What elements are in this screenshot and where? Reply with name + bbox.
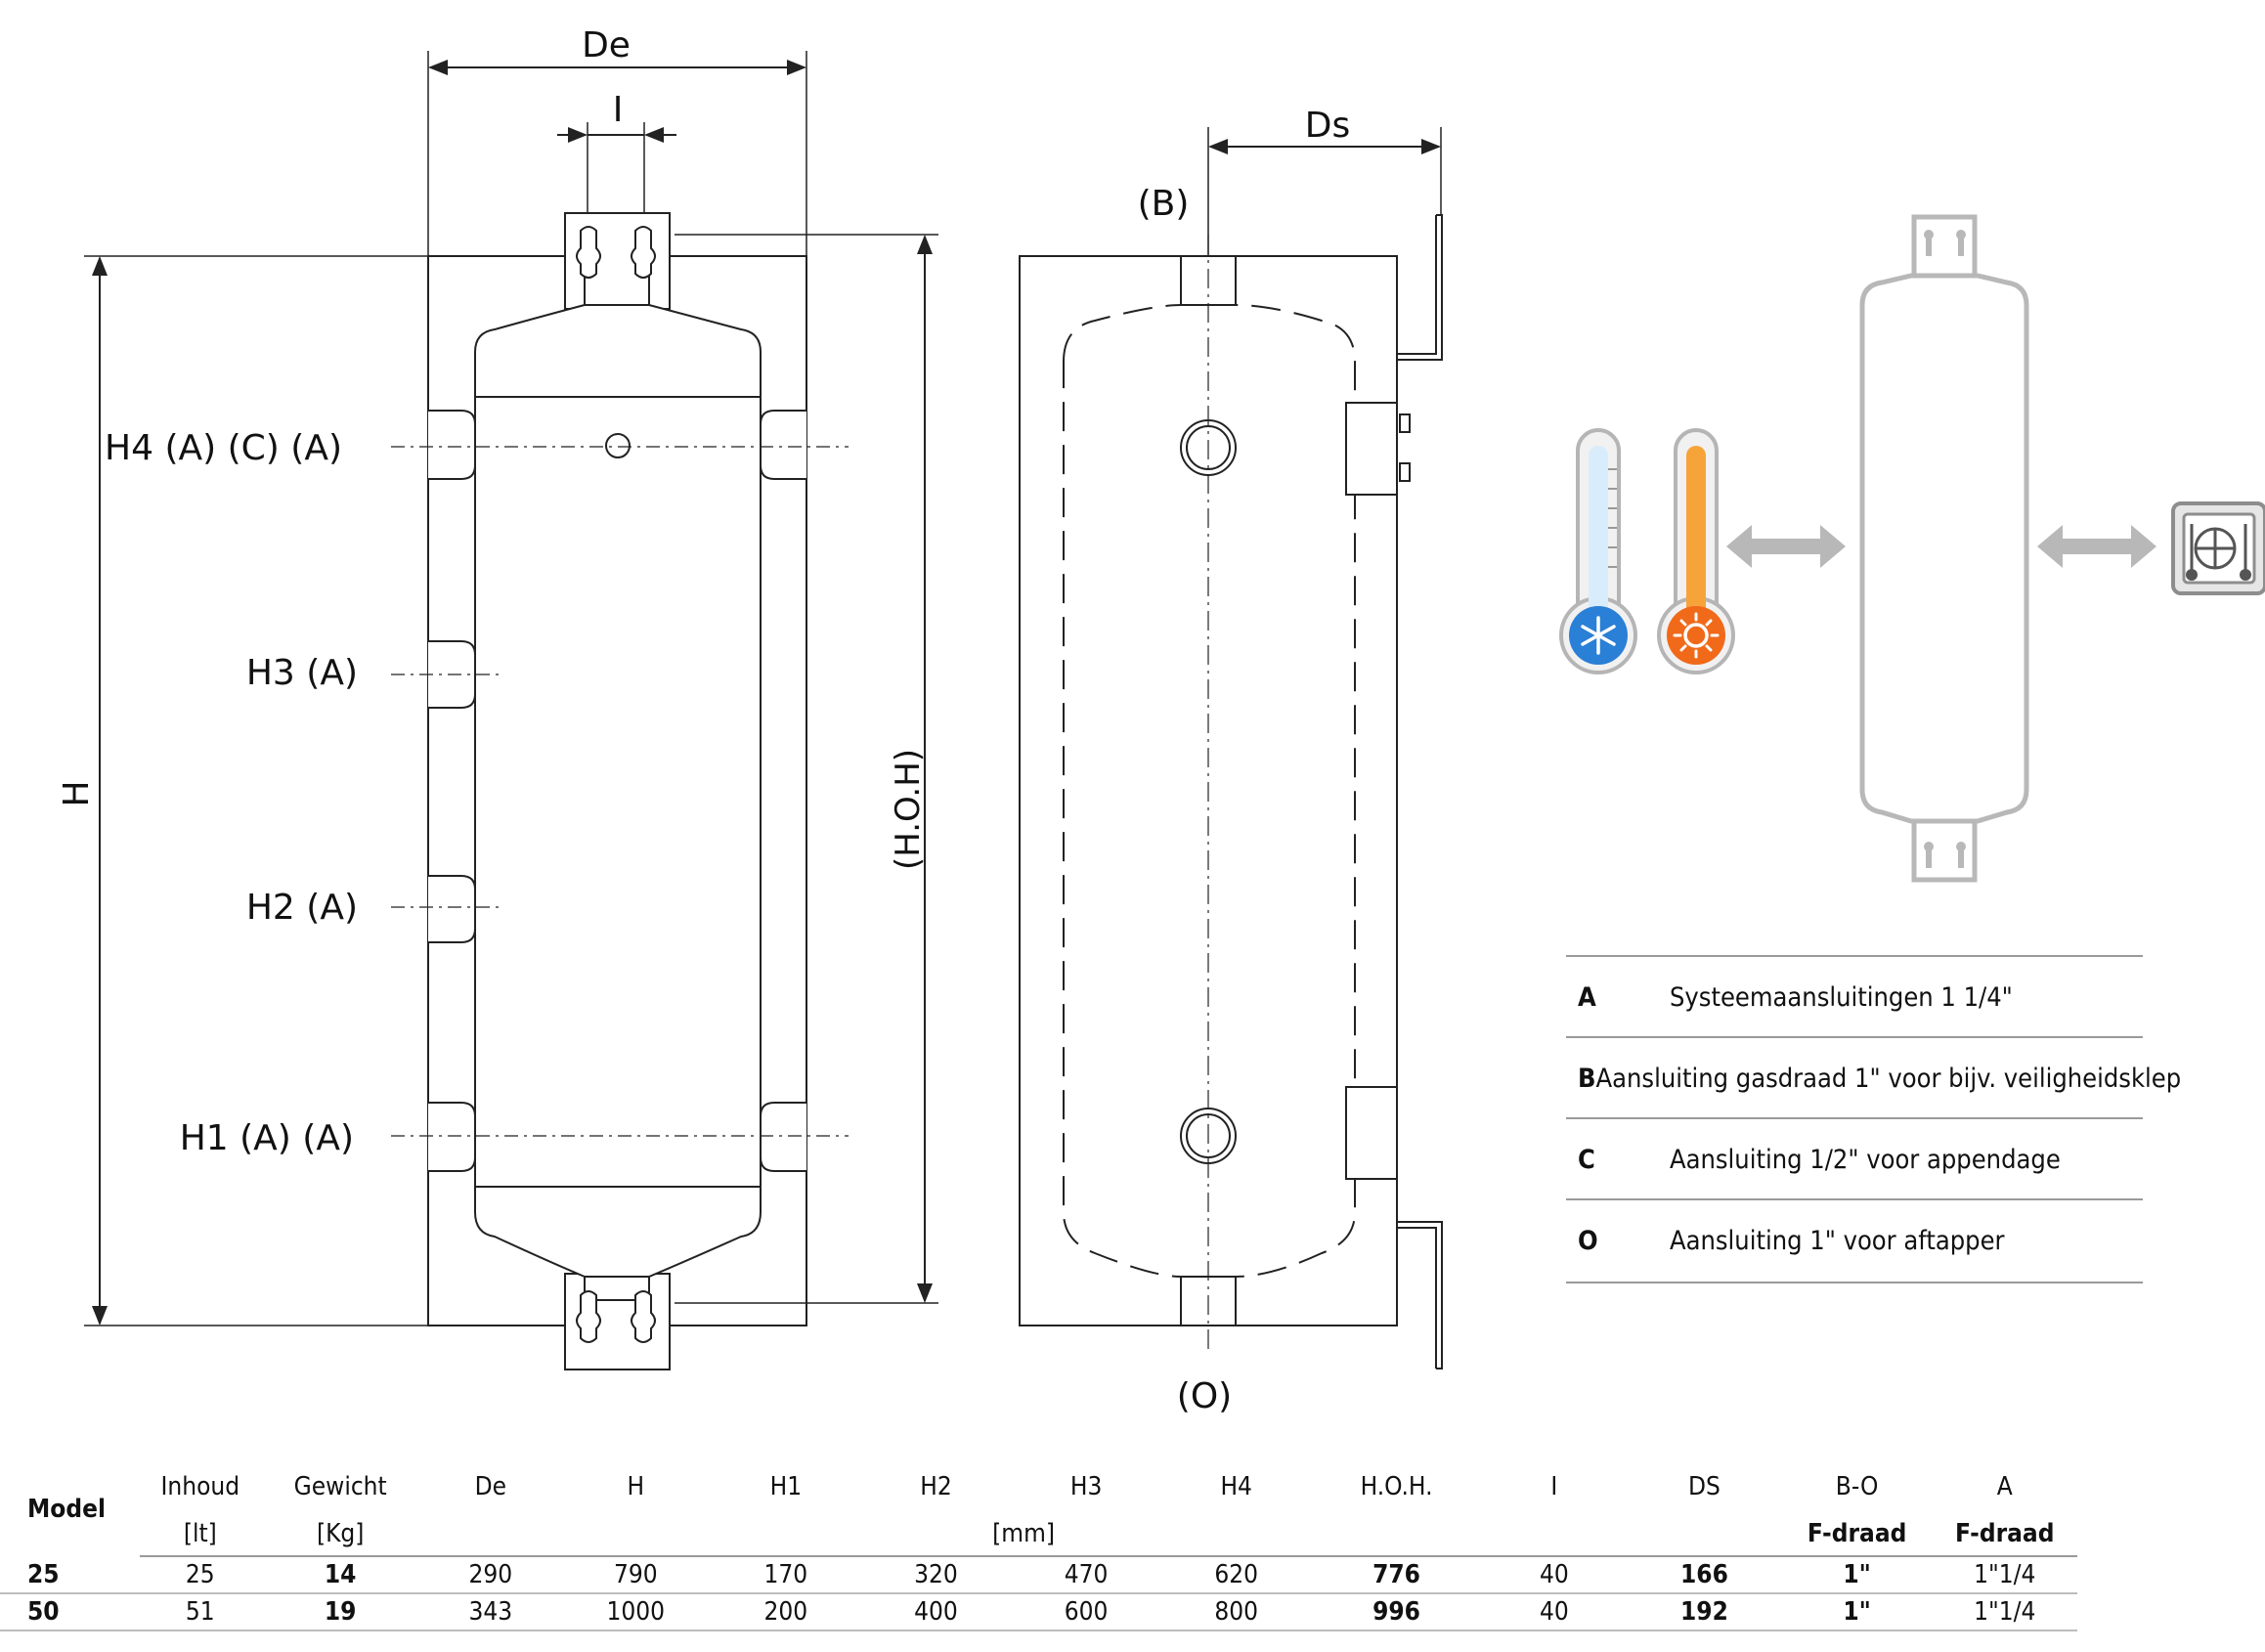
dim-h-label: H — [57, 780, 97, 806]
cell-model: 25 — [0, 1556, 141, 1594]
legend-text: Systeemaansluitingen 1 1/4" — [1670, 982, 2013, 1013]
table-unit-row: [lt] [Kg] [mm] F-draad F-draad — [0, 1512, 2077, 1557]
dim-i-label: I — [613, 90, 624, 130]
connection-o-label: (O) — [1177, 1376, 1232, 1416]
cell-ds: 166 — [1627, 1556, 1782, 1594]
header-gewicht: Gewicht — [293, 1472, 387, 1501]
header-h2: H2 — [920, 1472, 952, 1501]
header-h3: H3 — [1069, 1472, 1103, 1501]
unit-a: F-draad — [1932, 1512, 2077, 1557]
legend-key: C — [1578, 1145, 1595, 1175]
header-h1: H1 — [769, 1472, 803, 1501]
connection-h3-label: H3 (A) — [246, 653, 358, 693]
cell-de: 343 — [420, 1593, 561, 1631]
cell-a: 1"1/4 — [1932, 1556, 2077, 1594]
cell-inhoud: 51 — [140, 1593, 261, 1631]
legend-row-a: A Systeemaansluitingen 1 1/4" — [1566, 955, 2143, 1038]
dim-ds-label: Ds — [1305, 106, 1350, 146]
cell-h4: 800 — [1160, 1593, 1312, 1631]
cell-i: 40 — [1481, 1556, 1628, 1594]
header-model: Model — [27, 1494, 106, 1524]
connection-h1-label: H1 (A) (A) — [180, 1118, 354, 1158]
cell-h: 790 — [560, 1556, 712, 1594]
bidirectional-arrow-icon — [1726, 525, 1846, 568]
table-header-row: Model Inhoud Gewicht De H H1 H2 H3 H4 H.… — [0, 1461, 2077, 1524]
header-bo: B-O — [1835, 1472, 1879, 1501]
cell-hoh: 776 — [1311, 1556, 1482, 1594]
cell-gewicht: 14 — [260, 1556, 421, 1594]
cell-h3: 600 — [1011, 1593, 1161, 1631]
cell-inhoud: 25 — [140, 1556, 261, 1594]
header-hoh: H.O.H. — [1360, 1472, 1433, 1501]
dim-de-label: De — [582, 25, 631, 65]
connection-b-label: (B) — [1138, 184, 1190, 224]
cell-a: 1"1/4 — [1932, 1593, 2077, 1631]
table-row: 25 25 14 290 790 170 320 470 620 776 40 … — [0, 1556, 2077, 1594]
cell-h1: 200 — [711, 1593, 861, 1631]
cell-bo: 1" — [1781, 1556, 1933, 1594]
cell-h2: 400 — [860, 1593, 1012, 1631]
legend-key: A — [1578, 982, 1596, 1013]
cell-ds: 192 — [1627, 1593, 1782, 1631]
legend-row-c: C Aansluiting 1/2" voor appendage — [1566, 1117, 2143, 1200]
cell-gewicht: 19 — [260, 1593, 421, 1631]
header-h4: H4 — [1220, 1472, 1252, 1501]
legend-text: Aansluiting 1/2" voor appendage — [1670, 1145, 2061, 1175]
table-row: 50 51 19 343 1000 200 400 600 800 996 40… — [0, 1593, 2077, 1631]
cell-de: 290 — [420, 1556, 561, 1594]
cell-model: 50 — [0, 1593, 141, 1631]
header-inhoud: Inhoud — [160, 1472, 240, 1501]
header-a: A — [1996, 1472, 2013, 1501]
header-h: H — [627, 1472, 645, 1501]
spec-table: Model Inhoud Gewicht De H H1 H2 H3 H4 H.… — [0, 1461, 2077, 1631]
side-view — [1019, 127, 1443, 1369]
cell-i: 40 — [1481, 1593, 1628, 1631]
legend-text: Aansluiting gasdraad 1" voor bijv. veili… — [1595, 1064, 2182, 1094]
cell-hoh: 996 — [1311, 1593, 1482, 1631]
legend-key: B — [1578, 1064, 1596, 1094]
bidirectional-arrow-icon — [2037, 525, 2156, 568]
front-view — [84, 51, 938, 1370]
legend-text: Aansluiting 1" voor aftapper — [1670, 1226, 2005, 1256]
legend-key: O — [1578, 1226, 1598, 1256]
unit-gewicht: [Kg] — [260, 1512, 421, 1557]
connection-h4-label: H4 (A) (C) (A) — [105, 428, 342, 468]
legend-row-b: B Aansluiting gasdraad 1" voor bijv. vei… — [1566, 1036, 2181, 1119]
cell-bo: 1" — [1781, 1593, 1933, 1631]
header-i: I — [1550, 1472, 1558, 1501]
heat-pump-icon — [2171, 501, 2265, 595]
legend-row-o: O Aansluiting 1" voor aftapper — [1566, 1198, 2143, 1283]
cold-thermometer-icon — [1559, 428, 1637, 674]
cell-h1: 170 — [711, 1556, 861, 1594]
cell-h: 1000 — [560, 1593, 712, 1631]
hot-thermometer-icon — [1657, 428, 1735, 674]
connection-h2-label: H2 (A) — [246, 888, 358, 928]
cell-h4: 620 — [1160, 1556, 1312, 1594]
unit-mm: [mm] — [420, 1512, 1628, 1557]
dim-hoh-label: (H.O.H) — [889, 749, 928, 870]
unit-bo: F-draad — [1781, 1512, 1933, 1557]
buffer-tank-icon — [1859, 214, 2029, 883]
cell-h3: 470 — [1011, 1556, 1161, 1594]
cell-h2: 320 — [860, 1556, 1012, 1594]
header-ds: DS — [1688, 1472, 1721, 1501]
unit-inhoud: [lt] — [140, 1512, 261, 1557]
header-de: De — [474, 1472, 506, 1501]
